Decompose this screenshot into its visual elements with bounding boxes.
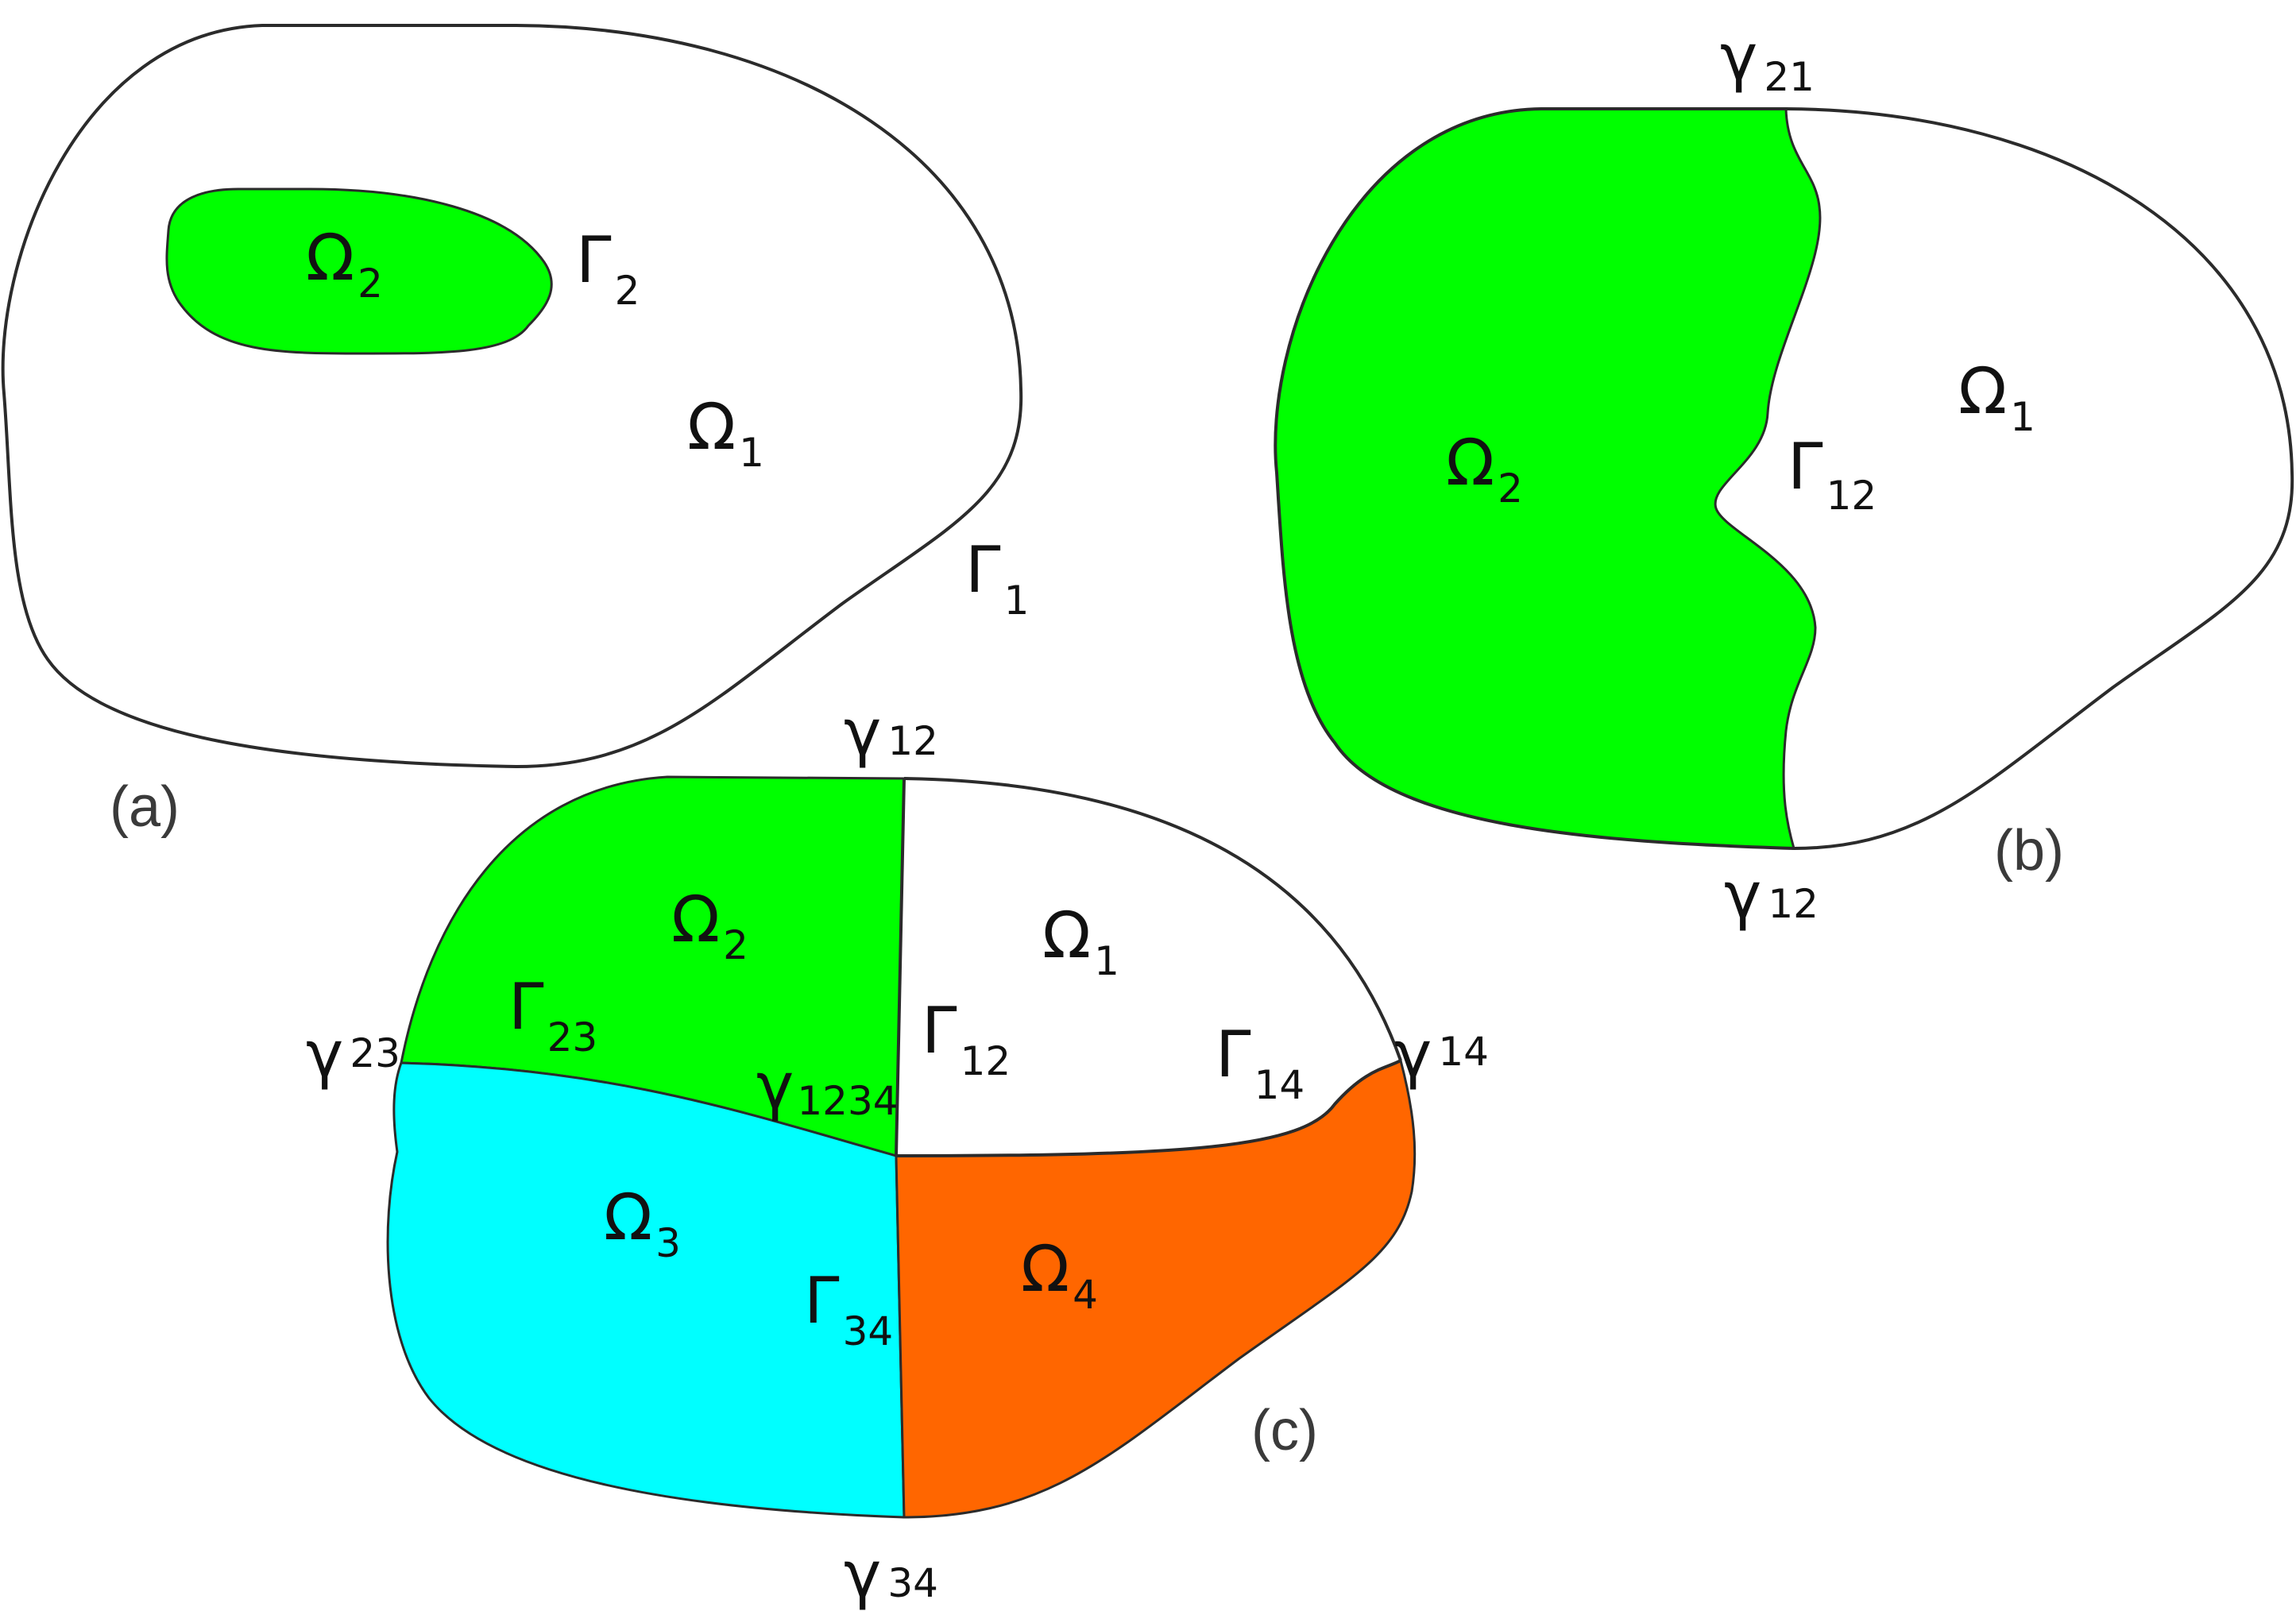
panel-c-gamma-34-label: Γ34: [804, 1264, 893, 1354]
panel-a-domain-omega-1: [1, 24, 1023, 769]
panel-b-outer-boundary: [1274, 107, 1795, 850]
panel-c-gamma-12-label: Γ12: [922, 994, 1011, 1084]
panel-b-omega-1-label: Ω1: [1958, 354, 2035, 440]
panel-a: Ω2 Γ2 Ω1 Γ1 (a): [1, 24, 1029, 839]
panel-c-omega-3-label: Ω3: [604, 1180, 681, 1266]
panel-a-gamma-1-label: Γ1: [965, 533, 1029, 624]
panel-c-gamma-23-label: Γ23: [508, 970, 597, 1060]
panel-c-omega-2-label: Ω2: [671, 883, 748, 968]
panel-a-omega-2-label: Ω2: [306, 221, 383, 307]
panel-c-gamma-14-label: Γ14: [1216, 1018, 1305, 1108]
panel-c-point-1234-label: γ1234: [756, 1049, 899, 1124]
panel-c-caption: (c): [1251, 1399, 1318, 1462]
panel-a-region-omega-2: [165, 187, 553, 355]
panel-b-gamma-12-label: Γ12: [1788, 430, 1877, 519]
panel-b-region-omega-2: [1274, 107, 1822, 850]
panel-c-interface-gamma-14: [895, 1059, 1401, 1157]
panel-c-region-omega-4: [895, 1058, 1417, 1519]
panel-b-omega-2-label: Ω2: [1446, 426, 1523, 512]
panel-c-domain-omega-1: [903, 777, 1402, 1061]
panel-b-caption: (b): [1994, 819, 2064, 883]
panel-a-omega-1-label: Ω1: [687, 390, 764, 476]
panel-c-region-omega-3: [386, 1061, 906, 1519]
panel-c-omega-1-label: Ω1: [1042, 898, 1119, 984]
panel-c-interface-gamma-12: [895, 778, 906, 1157]
panel-a-gamma-2-label: Γ2: [576, 223, 640, 314]
panel-b-domain-omega-1: [1785, 107, 2294, 850]
panel-c-omega-4-label: Ω4: [1021, 1232, 1098, 1318]
panel-a-caption: (a): [110, 775, 180, 839]
